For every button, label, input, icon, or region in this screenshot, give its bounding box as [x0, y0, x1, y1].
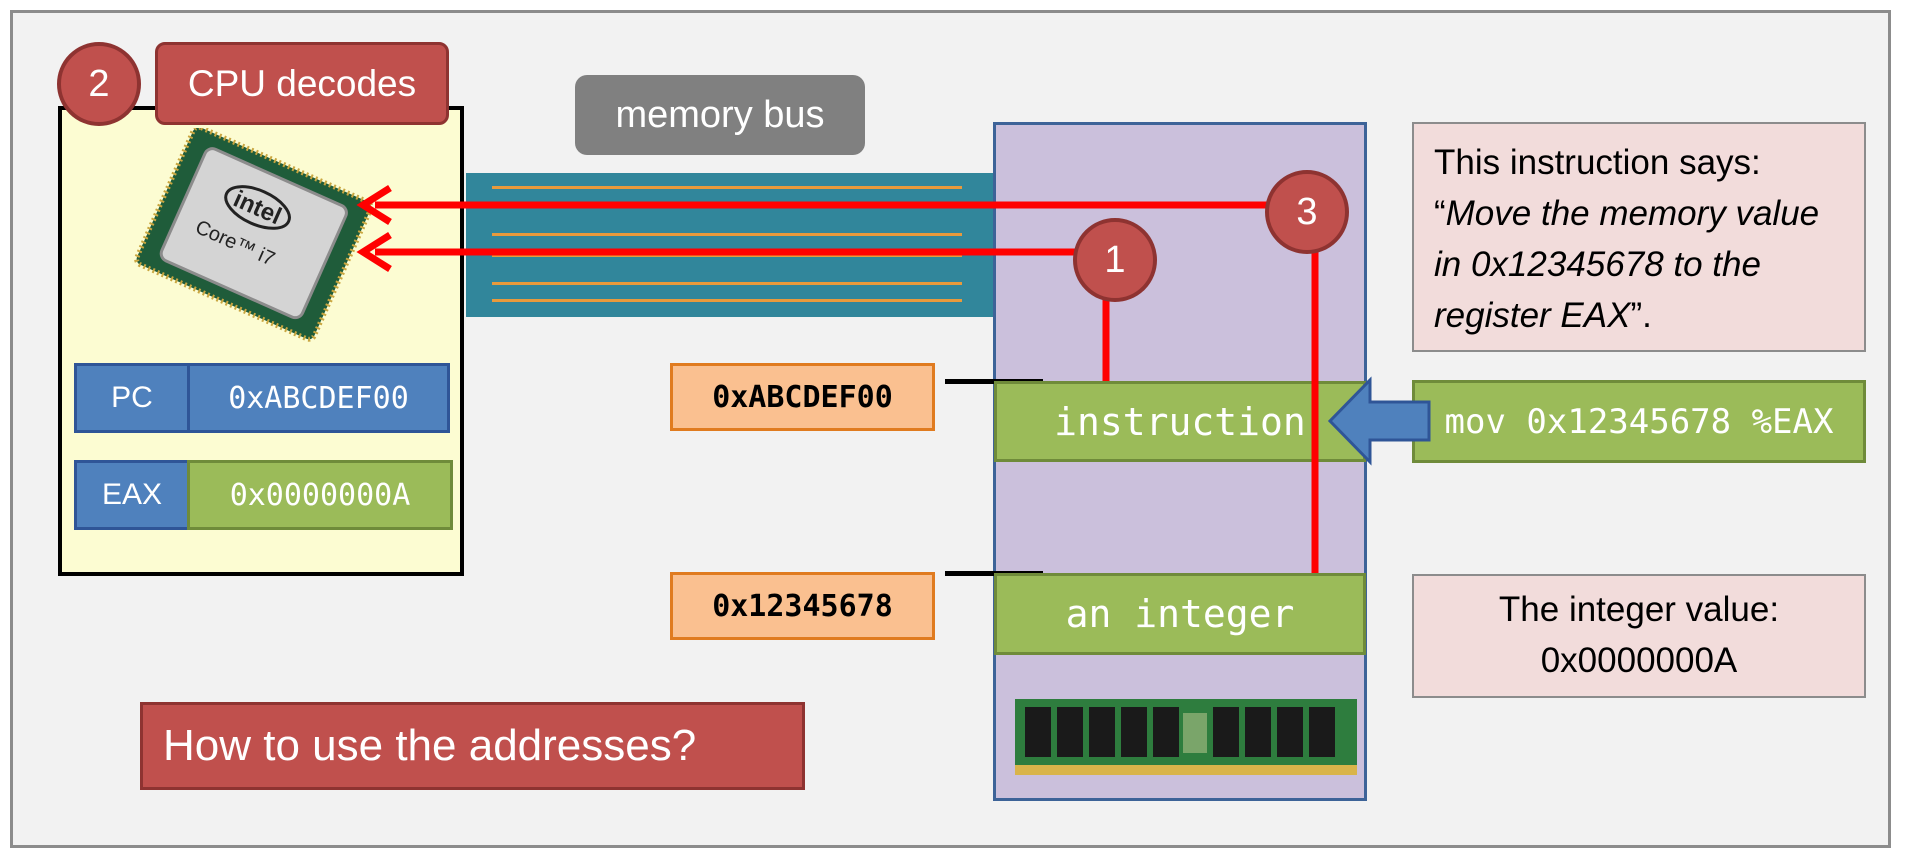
integer-note: The integer value: 0x0000000A [1412, 574, 1866, 698]
instruction-note-quote-body: Move the memory value in 0x12345678 to t… [1434, 194, 1820, 335]
step-1-badge: 1 [1073, 218, 1157, 302]
memory-cell-instruction: instruction [994, 381, 1366, 462]
ram-stick-image [1015, 699, 1357, 775]
register-pc-name: PC [74, 363, 190, 433]
step-3-number: 3 [1296, 190, 1318, 233]
cpu-chip-image: intel Core™ i7 [134, 128, 374, 342]
load-arrow [1327, 376, 1431, 466]
address-label-instruction: 0xABCDEF00 [670, 363, 935, 431]
step-2-number: 2 [88, 62, 110, 105]
step-2-badge: 2 [57, 42, 141, 126]
integer-note-line2: 0x0000000A [1540, 641, 1738, 680]
address-label-integer: 0x12345678 [670, 572, 935, 640]
memory-bus-label: memory bus [575, 75, 865, 155]
instruction-note: This instruction says: “Move the memory … [1412, 122, 1866, 352]
bus-line [492, 186, 962, 189]
memory-bus-text: memory bus [615, 93, 825, 136]
bus-line [492, 282, 962, 285]
instruction-text-box: mov 0x12345678 %EAX [1412, 380, 1866, 463]
instruction-text: mov 0x12345678 %EAX [1444, 401, 1834, 442]
instruction-note-intro: This instruction says: [1434, 143, 1761, 182]
arrow-step-3-head [356, 185, 392, 225]
chip-heatspreader [159, 147, 348, 320]
step-3-badge: 3 [1265, 170, 1349, 254]
arrow-step-1-head [356, 232, 392, 272]
instruction-note-quote: “Move the memory value in 0x12345678 to … [1434, 194, 1820, 335]
step-1-number: 1 [1104, 238, 1126, 281]
bus-line [492, 299, 962, 302]
question-label: How to use the addresses? [140, 702, 805, 790]
integer-note-line1: The integer value: [1498, 590, 1780, 629]
memory-cell-integer: an integer [994, 573, 1366, 655]
register-eax-value: 0x0000000A [187, 460, 453, 530]
cpu-decodes-text: CPU decodes [187, 62, 417, 104]
register-pc-value: 0xABCDEF00 [187, 363, 450, 433]
bus-line [492, 233, 962, 236]
cpu-decodes-label: CPU decodes [155, 42, 449, 125]
question-text: How to use the addresses? [163, 721, 697, 770]
